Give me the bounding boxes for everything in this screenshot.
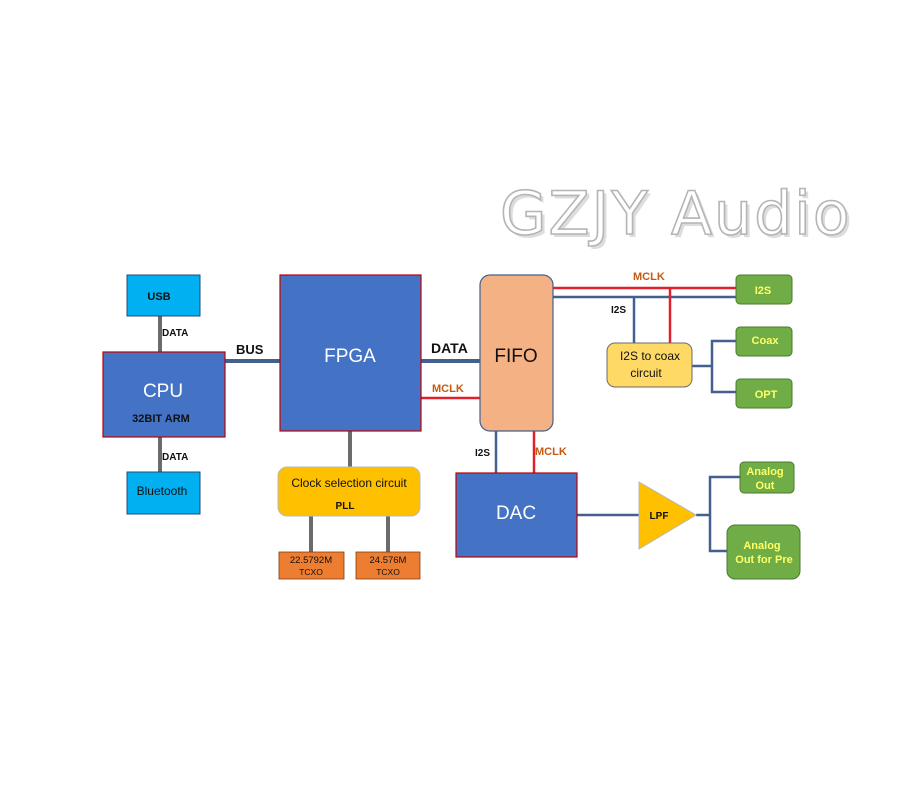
pll-label: PLL — [336, 501, 355, 512]
tcxo-24m-type: TCXO — [376, 567, 400, 577]
clock-selection-block — [277, 466, 421, 517]
usb-block — [126, 274, 201, 317]
tcxo-24m-block — [355, 551, 421, 580]
tcxo-22m-freq: 22.5792M — [290, 555, 332, 566]
output-analog-pre-label-2: Out for Pre — [735, 554, 792, 566]
fifo-block — [479, 274, 554, 432]
output-analog-label-2: Out — [756, 480, 775, 492]
fpga-mclk-label: MCLK — [432, 383, 464, 395]
fifo-mclk-label: MCLK — [535, 446, 567, 458]
i2s-to-coax-label-1: I2S to coax — [620, 349, 680, 363]
lpf-label: LPF — [650, 511, 669, 522]
tcxo-22m-type: TCXO — [299, 567, 323, 577]
output-i2s-block — [735, 274, 793, 305]
bus-label: BUS — [236, 342, 264, 357]
clock-label: Clock selection circuit — [291, 476, 407, 490]
output-opt-label: OPT — [755, 389, 778, 401]
i2s-to-coax-label-2: circuit — [630, 366, 662, 380]
watermark-shadow: GZJY Audio — [503, 182, 855, 252]
coax-opt-branch — [710, 339, 736, 394]
usb-label: USB — [147, 291, 170, 303]
analog-branch — [708, 475, 740, 553]
cpu-sublabel: 32BIT ARM — [132, 413, 190, 425]
fpga-label: FPGA — [324, 346, 376, 367]
cpu-block — [102, 351, 226, 438]
cpu-label: CPU — [143, 381, 183, 402]
usb-data-label: DATA — [162, 328, 188, 339]
output-coax-block — [735, 326, 793, 357]
output-analog-label-1: Analog — [746, 466, 783, 478]
top-i2s-label: I2S — [611, 305, 626, 316]
fifo-label: FIFO — [494, 346, 537, 367]
watermark-title: GZJY Audio — [500, 179, 852, 249]
top-mclk-label: MCLK — [633, 271, 665, 283]
i2s-to-coax-block — [606, 342, 693, 388]
bluetooth-block — [126, 471, 201, 515]
output-analog-pre-block — [726, 524, 801, 580]
fifo-i2s-label: I2S — [475, 448, 490, 459]
output-opt-block — [735, 378, 793, 409]
output-i2s-label: I2S — [755, 285, 772, 297]
bt-data-label: DATA — [162, 452, 188, 463]
tcxo-24m-freq: 24.576M — [370, 555, 407, 566]
fpga-data-label: DATA — [431, 340, 468, 356]
tcxo-22m-block — [278, 551, 345, 580]
output-analog-block — [739, 461, 795, 494]
dac-block — [455, 472, 578, 558]
bluetooth-label: Bluetooth — [137, 484, 188, 498]
fpga-block — [279, 274, 422, 432]
dac-label: DAC — [496, 503, 536, 524]
output-analog-pre-label-1: Analog — [743, 540, 780, 552]
lpf-block — [638, 481, 697, 550]
output-coax-label: Coax — [752, 335, 780, 347]
